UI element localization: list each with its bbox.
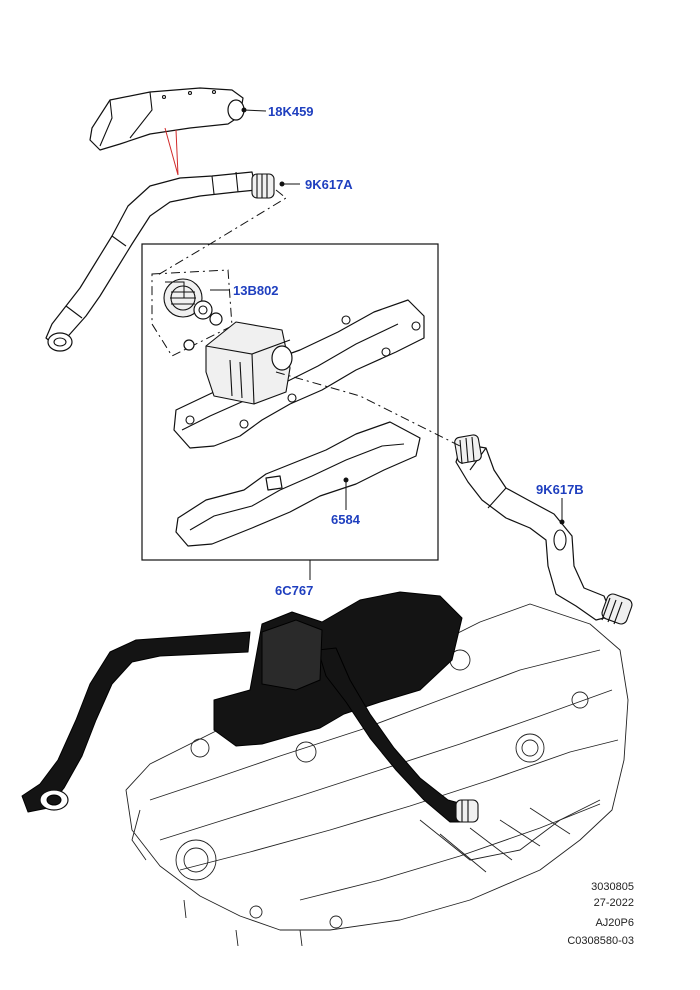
engine-block xyxy=(125,603,629,947)
breather-hose-9K617B xyxy=(454,434,633,625)
callout-9K617B: 9K617B xyxy=(536,482,584,497)
callout-18K459: 18K459 xyxy=(268,104,314,119)
cam-cover-detail xyxy=(173,299,425,449)
reference-line-4: C0308580-03 xyxy=(567,935,634,947)
heat-shield-18K459 xyxy=(89,87,245,151)
gasket-6584 xyxy=(175,421,421,547)
reference-line-2: 27-2022 xyxy=(594,897,634,909)
callout-6584: 6584 xyxy=(331,512,361,527)
callout-6C767: 6C767 xyxy=(275,583,313,598)
leader-lines xyxy=(165,109,563,580)
callout-13B802: 13B802 xyxy=(233,283,279,298)
breather-hose-9K617A xyxy=(45,171,275,352)
highlight-lines xyxy=(164,127,179,176)
valve-kit-13B802 xyxy=(151,269,233,357)
leader-dots xyxy=(241,107,565,525)
callout-9K617A: 9K617A xyxy=(305,177,353,192)
reference-line-3: AJ20P6 xyxy=(595,917,634,929)
kit-frame-6C767 xyxy=(141,243,439,561)
reference-line-1: 3030805 xyxy=(591,881,634,893)
highlighted-cover-and-hoses xyxy=(21,591,479,823)
guide-lines xyxy=(155,189,461,447)
